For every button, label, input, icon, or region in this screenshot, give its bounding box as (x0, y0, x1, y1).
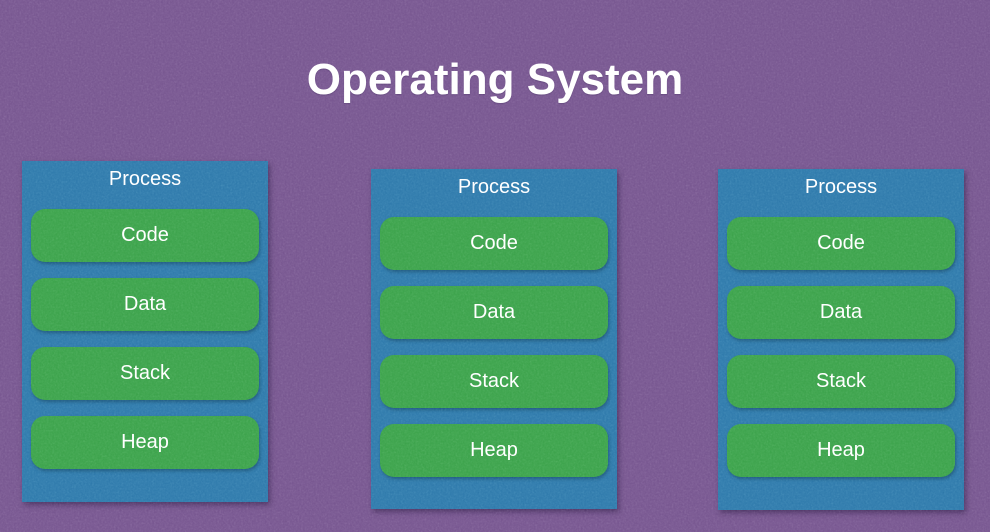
process-2-segment-data: Data (380, 286, 608, 339)
process-box-1: Process Code Data Stack Heap (22, 161, 268, 502)
process-3-segment-heap: Heap (727, 424, 955, 477)
process-box-3-label: Process (804, 176, 878, 198)
process-box-3: Process Code Data Stack Heap (718, 169, 964, 510)
process-box-2-label: Process (457, 176, 531, 198)
slide-title: Operating System (306, 55, 684, 104)
process-2-segment-heap: Heap (380, 424, 608, 477)
process-1-segment-heap: Heap (31, 416, 259, 469)
process-box-2-segments: Code Data Stack Heap (371, 217, 617, 477)
process-3-segment-data: Data (727, 286, 955, 339)
process-1-segment-data: Data (31, 278, 259, 331)
process-3-segment-code: Code (727, 217, 955, 270)
process-1-segment-stack: Stack (31, 347, 259, 400)
process-3-segment-stack: Stack (727, 355, 955, 408)
process-box-1-segments: Code Data Stack Heap (22, 209, 268, 469)
process-box-1-label: Process (108, 168, 182, 190)
process-2-segment-code: Code (380, 217, 608, 270)
process-2-segment-stack: Stack (380, 355, 608, 408)
process-1-segment-code: Code (31, 209, 259, 262)
process-box-3-segments: Code Data Stack Heap (718, 217, 964, 477)
process-box-2: Process Code Data Stack Heap (371, 169, 617, 509)
